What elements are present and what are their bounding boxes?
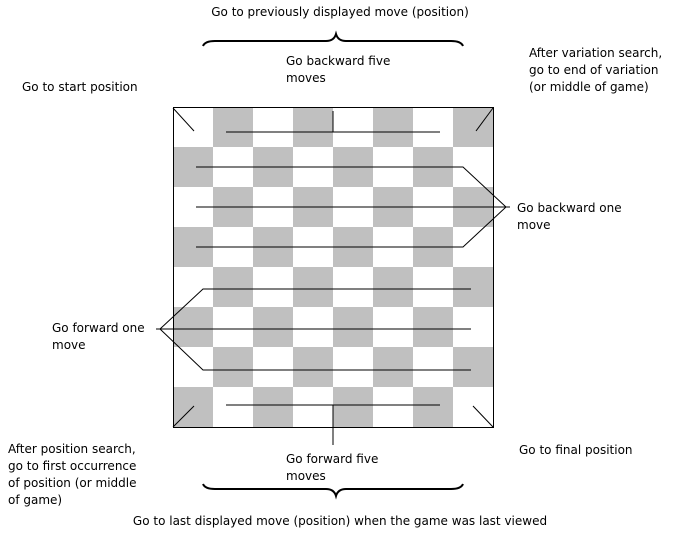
top-brace <box>202 30 464 47</box>
board-square <box>213 267 253 307</box>
first-occurrence-pointer <box>172 405 195 428</box>
board-square <box>253 107 293 147</box>
after-position-label-3: of position (or middle <box>8 476 137 490</box>
board-square <box>173 107 213 147</box>
board-square <box>213 107 253 147</box>
board-square <box>333 347 373 387</box>
board-square <box>173 347 213 387</box>
board-square <box>413 387 453 427</box>
board-square <box>293 387 333 427</box>
backward-five-label-2: moves <box>286 71 326 85</box>
start-position-label: Go to start position <box>22 80 138 94</box>
backward-one-label-1: Go backward one <box>517 201 622 215</box>
board-square <box>253 267 293 307</box>
board-square <box>373 347 413 387</box>
after-variation-label-3: (or middle of game) <box>529 80 649 94</box>
board-square <box>373 387 413 427</box>
board-square <box>453 267 493 307</box>
board-square <box>293 307 333 347</box>
board-square <box>413 107 453 147</box>
start-position-pointer <box>172 107 195 132</box>
forward-five-label-2: moves <box>286 469 326 483</box>
backward-one-label-2: move <box>517 218 551 232</box>
bottom-center-label: Go to last displayed move (position) whe… <box>132 514 548 528</box>
board-square <box>333 107 373 147</box>
board-square <box>373 307 413 347</box>
board-square <box>293 267 333 307</box>
backward-five-label-1: Go backward five <box>286 54 391 68</box>
board-square <box>413 307 453 347</box>
board-square <box>293 347 333 387</box>
top-center-label: Go to previously displayed move (positio… <box>211 5 469 19</box>
after-position-label-2: go to first occurrence <box>8 459 137 473</box>
after-position-label-4: of game) <box>8 493 63 507</box>
board-square <box>213 387 253 427</box>
forward-five-label-1: Go forward five <box>286 452 379 466</box>
after-position-label-1: After position search, <box>8 442 136 456</box>
forward-one-label-1: Go forward one <box>52 321 145 335</box>
board-square <box>173 307 213 347</box>
board-square <box>333 267 373 307</box>
board-square <box>213 347 253 387</box>
forward-one-label-2: move <box>52 338 86 352</box>
board-square <box>333 307 373 347</box>
board-square <box>253 307 293 347</box>
board-square <box>413 347 453 387</box>
board-squares <box>173 107 493 427</box>
board-square <box>333 387 373 427</box>
board-square <box>173 267 213 307</box>
board-square <box>453 307 493 347</box>
bottom-brace <box>202 483 464 500</box>
board-square <box>253 347 293 387</box>
after-variation-label-1: After variation search, <box>529 46 663 60</box>
board-square <box>453 107 493 147</box>
variation-end-pointer <box>475 107 494 132</box>
board-square <box>413 267 453 307</box>
board-square <box>253 387 293 427</box>
final-position-pointer <box>472 405 494 428</box>
board-square <box>373 107 413 147</box>
board-square <box>373 267 413 307</box>
board-square <box>453 347 493 387</box>
final-position-label: Go to final position <box>519 443 633 457</box>
board-square <box>213 307 253 347</box>
board-square <box>293 107 333 147</box>
after-variation-label-2: go to end of variation <box>529 63 659 77</box>
